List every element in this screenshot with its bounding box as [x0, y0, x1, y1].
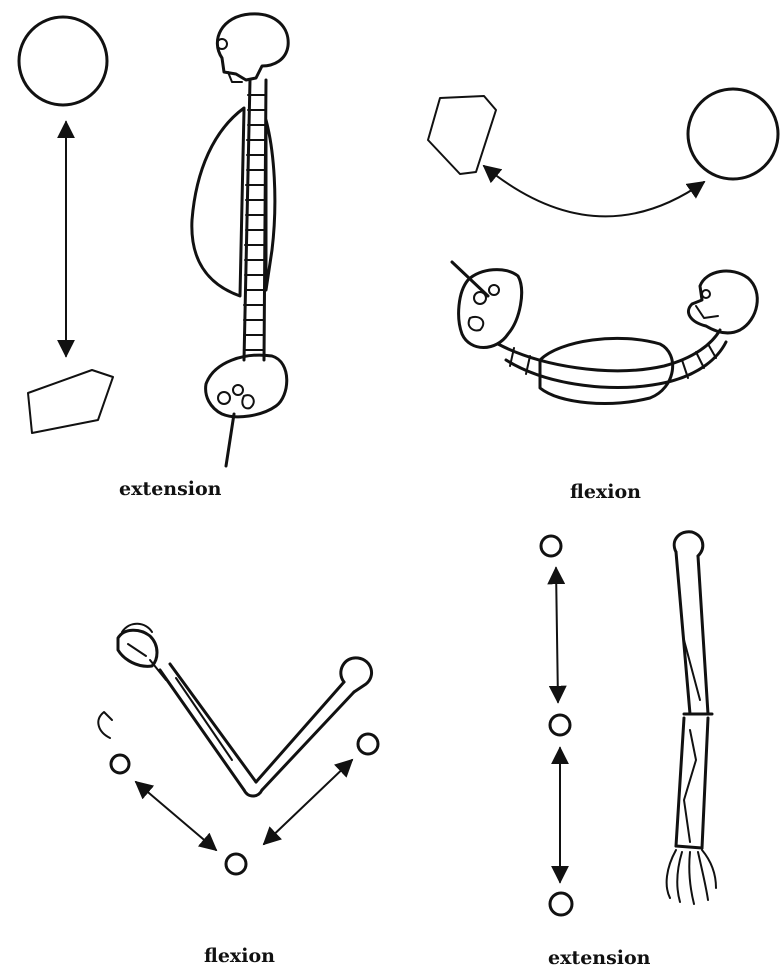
wrist-point — [111, 755, 129, 773]
head-circle-schematic — [19, 17, 107, 105]
pelvis-polygon-schematic — [428, 96, 496, 174]
skeleton-flexed — [452, 262, 757, 403]
double-arrow-curved — [484, 166, 704, 216]
panel-bottom-left-flexion — [98, 624, 378, 874]
elbow-point — [226, 854, 246, 874]
arm-straight — [667, 532, 716, 904]
pelvis — [459, 270, 522, 348]
shoulder-point — [358, 734, 378, 754]
elbow-point — [550, 715, 570, 735]
upper-arm — [256, 682, 344, 782]
caption-top-left: extension — [119, 478, 222, 500]
panel-bottom-right-extension — [541, 532, 716, 915]
femur-stub — [226, 414, 234, 466]
double-arrow-upper — [556, 568, 558, 702]
panel-top-right-flexion — [428, 89, 778, 403]
caption-top-right: flexion — [570, 481, 641, 503]
humerus-head — [674, 532, 703, 556]
femur-stub — [452, 262, 488, 296]
caption-bottom-left: flexion — [204, 945, 275, 967]
humerus-head — [341, 658, 372, 692]
pelvis-polygon-schematic — [28, 370, 113, 433]
head-circle-schematic — [688, 89, 778, 179]
panel-top-left-extension — [19, 14, 288, 466]
skull — [217, 14, 288, 80]
rib-cage — [192, 108, 244, 296]
wrist-point — [550, 893, 572, 915]
forearm — [676, 718, 684, 846]
spine — [498, 330, 720, 371]
skeleton-upright — [192, 14, 288, 466]
double-arrow-left — [136, 782, 216, 850]
upper-arm — [676, 552, 690, 714]
caption-bottom-right: extension — [548, 947, 651, 969]
forearm — [160, 670, 244, 790]
hand — [667, 850, 716, 904]
arm-bent — [118, 624, 372, 796]
spine — [244, 80, 266, 360]
shoulder-point — [541, 536, 561, 556]
hand-marker-hook — [98, 712, 112, 738]
skull — [688, 271, 757, 333]
